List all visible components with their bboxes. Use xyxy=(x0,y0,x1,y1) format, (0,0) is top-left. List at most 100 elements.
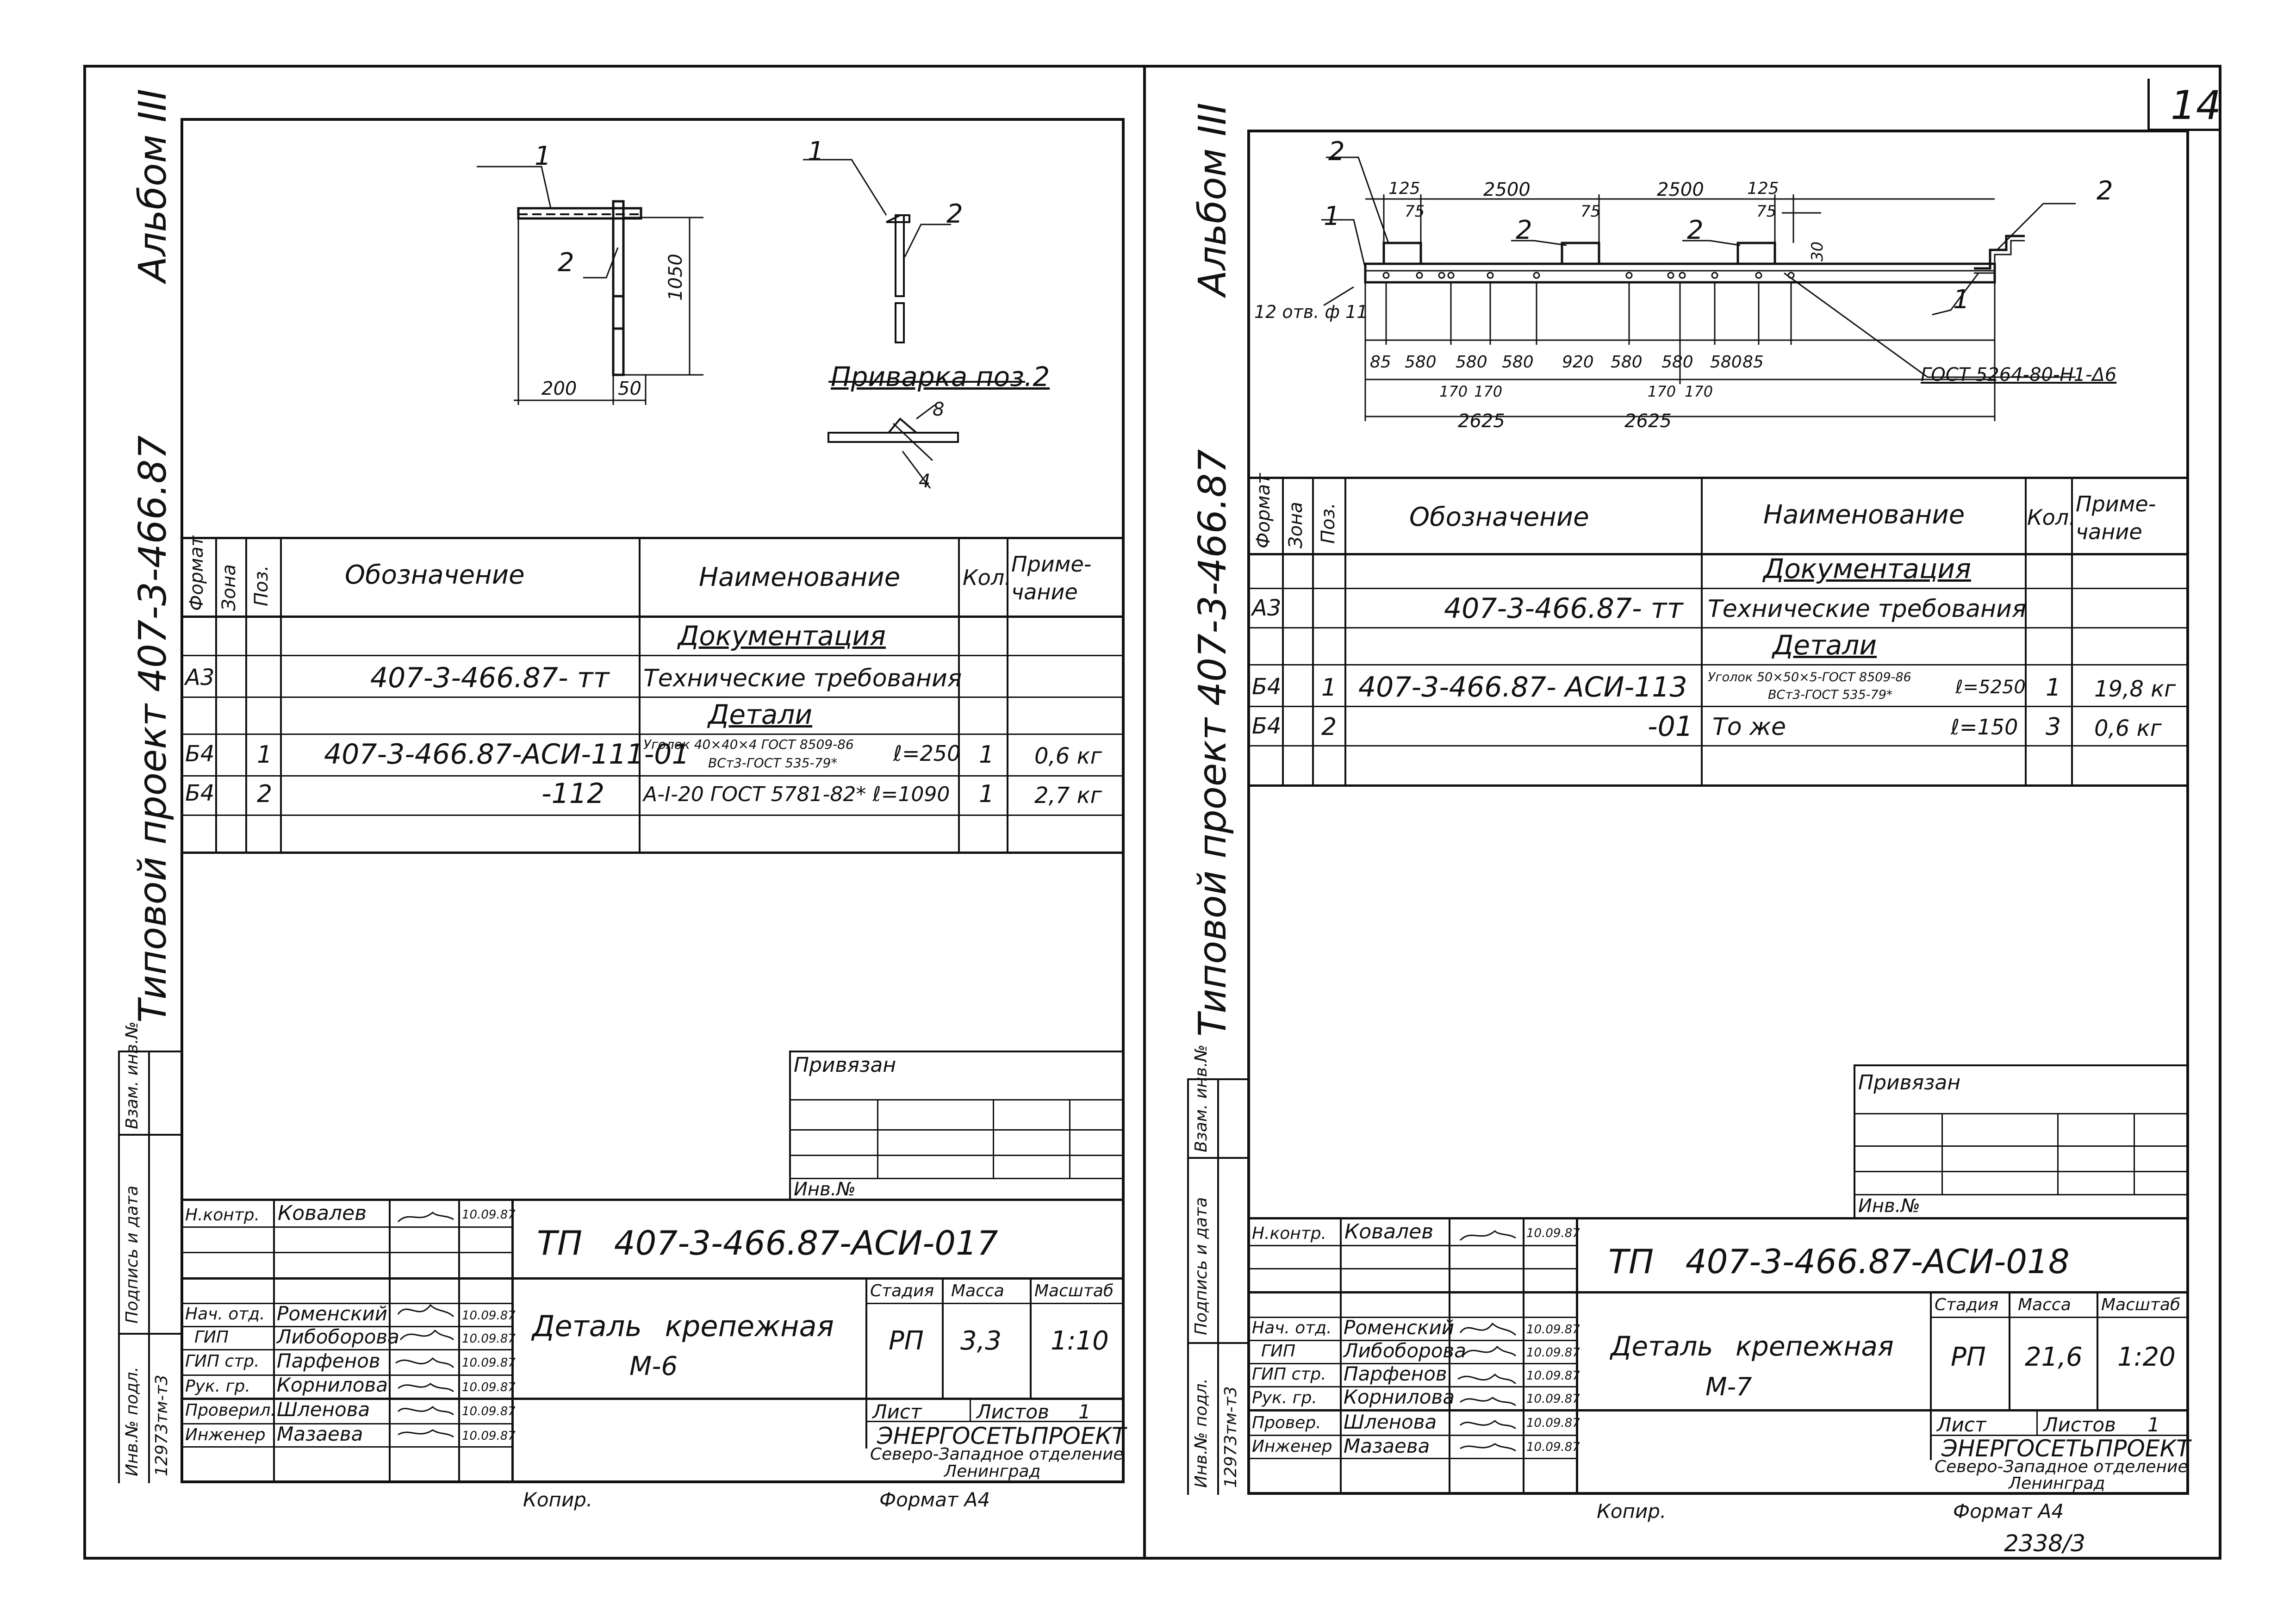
left-row2-len: ℓ=250 xyxy=(893,741,961,766)
left-row3-format: Б4 xyxy=(185,780,215,806)
right-section-pos-2: 2 xyxy=(2097,176,2113,206)
right-row2-designation: 407-3-466.87- АСИ-113 xyxy=(1358,671,1687,703)
left-title-row-2 xyxy=(180,1252,514,1253)
left-dim-weld-leg: 8 xyxy=(933,399,945,420)
left-header-zone: Зона xyxy=(218,564,240,611)
left-format-label: Формат А4 xyxy=(879,1488,990,1511)
left-row1-format: А3 xyxy=(185,665,215,690)
left-detail-drawing xyxy=(477,159,1025,489)
left-bound-col-3 xyxy=(1069,1099,1070,1178)
right-pos-label-1: 2 xyxy=(1328,137,1345,167)
left-header-pos: Поз. xyxy=(251,565,272,606)
left-stamp-label-replace: Взам. инв.№ xyxy=(123,1021,142,1129)
left-spec-col-format xyxy=(215,537,217,854)
right-dim-top-2: 2500 xyxy=(1483,179,1531,200)
right-bound-row-3 xyxy=(1854,1171,2189,1172)
right-org-1: ЭНЕРГОСЕТЬПРОЕКТ xyxy=(1941,1435,2190,1462)
right-title-col-d xyxy=(1576,1217,1578,1495)
right-role-prov: Провер. xyxy=(1252,1413,1321,1432)
left-title-sheet-row xyxy=(865,1421,1125,1422)
left-sheet-label: Лист xyxy=(872,1400,922,1423)
right-title-stage-col xyxy=(1930,1291,1932,1460)
right-copied-label: Копир. xyxy=(1597,1500,1667,1523)
left-inner-frame xyxy=(180,118,1125,1483)
right-row2-qty: 1 xyxy=(2046,674,2061,702)
right-row1-name: Технические требования xyxy=(1708,595,2027,623)
right-bound-row-1 xyxy=(1854,1113,2189,1114)
right-title-row-2 xyxy=(1247,1268,1578,1269)
right-signatures xyxy=(1457,1230,1517,1452)
right-bound-col-2 xyxy=(2057,1113,2059,1194)
right-dim-top-6: 75 xyxy=(1580,202,1601,221)
right-sheets-label: Листов xyxy=(2043,1413,2116,1436)
right-dim-mid-2: 170 xyxy=(1474,383,1503,400)
left-subtitle: М-6 xyxy=(629,1351,678,1381)
right-stamp-col-1 xyxy=(1187,1078,1189,1495)
right-section-docs: Документация xyxy=(1763,553,1971,585)
right-row2-len: ℓ=5250 xyxy=(1955,677,2026,698)
left-bound-row-2 xyxy=(789,1129,1125,1131)
left-spec-row-4 xyxy=(180,775,1125,777)
left-title-row-3 xyxy=(180,1277,1125,1280)
left-bound-col-2 xyxy=(993,1099,994,1178)
left-role-nkontr: Н.контр. xyxy=(185,1206,260,1225)
left-stamp-sep-2 xyxy=(118,1333,180,1335)
right-header-name: Наименование xyxy=(1763,500,1965,530)
left-row3-name: А-I-20 ГОСТ 5781-82* ℓ=1090 xyxy=(643,783,950,806)
left-row1-name: Технические требования xyxy=(643,665,962,692)
left-header-qty: Кол. xyxy=(963,565,1011,590)
left-spec-col-qty xyxy=(1007,537,1008,854)
right-stamp-sep-2 xyxy=(1187,1342,1250,1344)
right-title-row-6 xyxy=(1247,1363,1578,1364)
left-title-scale-col xyxy=(1030,1277,1032,1398)
right-row1-format: А3 xyxy=(1252,595,1282,621)
left-stamp-sep-1 xyxy=(118,1134,180,1136)
right-spec-col-name xyxy=(2025,477,2027,787)
right-role-nach: Нач. отд. xyxy=(1252,1318,1332,1337)
left-header-note: Приме-чание xyxy=(1011,552,1092,604)
left-dim-width: 200 xyxy=(541,378,577,399)
right-title-scale-col xyxy=(2097,1291,2098,1409)
right-row2-format: Б4 xyxy=(1252,674,1282,700)
right-title-stage-row xyxy=(1930,1317,2189,1318)
right-date-6: 10.09.87 xyxy=(1526,1416,1580,1430)
left-row2-format: Б4 xyxy=(185,741,215,767)
left-title-col-a xyxy=(273,1199,275,1483)
left-stamp-col-1 xyxy=(118,1051,120,1483)
right-dim-top-7: 75 xyxy=(1756,202,1777,221)
left-stamp-label-inv: Инв.№ подл. xyxy=(123,1367,142,1476)
left-title-row-7 xyxy=(180,1374,514,1376)
left-row2-pos: 1 xyxy=(257,741,273,769)
left-stage-value: РП xyxy=(889,1326,924,1356)
left-header-designation: Обозначение xyxy=(345,560,525,590)
left-row2-note: 0,6 кг xyxy=(1034,743,1102,769)
left-title-row-10 xyxy=(180,1446,514,1448)
right-dim-mid-3: 170 xyxy=(1648,383,1676,400)
outer-sheet-border xyxy=(83,65,2221,1560)
left-bound-row-3 xyxy=(789,1155,1125,1156)
left-row2-name-bot: ВСт3-ГОСТ 535-79* xyxy=(708,755,838,771)
left-spec-row-2 xyxy=(180,696,1125,698)
left-mass-label: Масса xyxy=(951,1281,1004,1300)
right-dim-top-3: 2500 xyxy=(1657,179,1704,200)
right-dim-top-4: 125 xyxy=(1747,179,1779,198)
right-sheets-value: 1 xyxy=(2147,1413,2160,1436)
left-name-5: Корнилова xyxy=(277,1374,388,1396)
right-pos-label-4: 2 xyxy=(1687,215,1704,245)
left-role-ing: Инженер xyxy=(185,1425,266,1444)
right-spec-row-1 xyxy=(1247,588,2189,589)
right-spec-col-qty xyxy=(2071,477,2073,787)
left-copied-label: Копир. xyxy=(523,1488,593,1511)
right-bound-left xyxy=(1854,1064,1855,1217)
left-role-gipstr: ГИП стр. xyxy=(185,1352,260,1371)
right-holes-label: 12 отв. ф 11 xyxy=(1254,302,1368,322)
left-spec-col-pos xyxy=(280,537,282,854)
right-name-5: Корнилова xyxy=(1344,1386,1455,1408)
right-spec-col-designation xyxy=(1701,477,1703,787)
right-dim-bot-2: 580 xyxy=(1405,353,1437,372)
left-title-row-5 xyxy=(180,1326,514,1327)
right-dim-mid-4: 170 xyxy=(1685,383,1713,400)
right-album-label: Альбом III xyxy=(1191,102,1235,296)
right-dim-bot-4: 580 xyxy=(1502,353,1534,372)
left-spec-row-3 xyxy=(180,734,1125,735)
